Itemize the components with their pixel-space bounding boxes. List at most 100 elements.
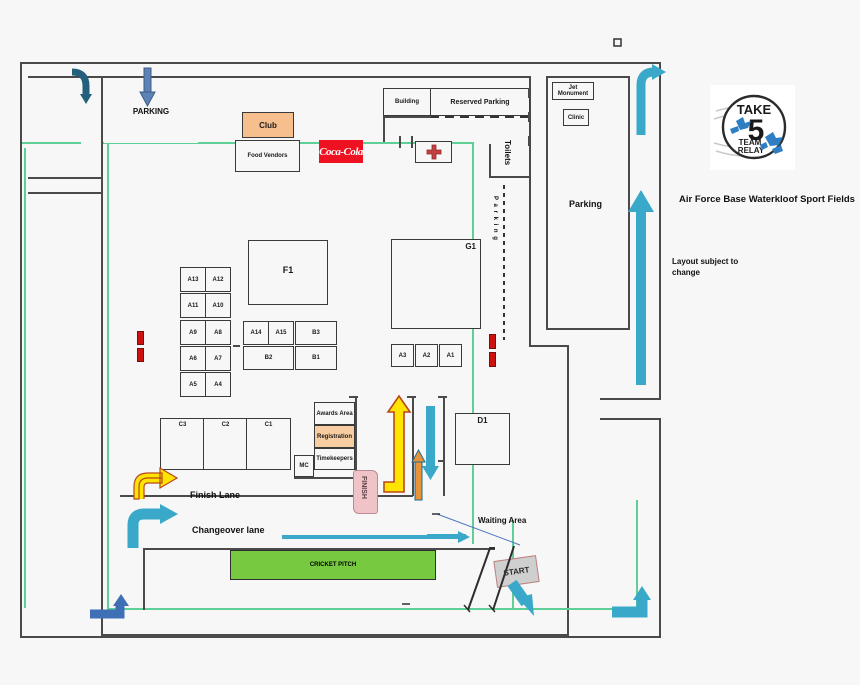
reserved-parking-left-wall bbox=[383, 116, 431, 118]
field-box-label: A11 bbox=[187, 302, 199, 309]
food-vendors-label: Food Vendors bbox=[247, 153, 288, 159]
right-notch-1 bbox=[600, 398, 660, 400]
field-box-a3[interactable]: A3 bbox=[391, 344, 414, 367]
inner-wall-left bbox=[101, 76, 103, 636]
toilets-label: Toilets bbox=[503, 140, 512, 166]
pitch-enclosure-top bbox=[143, 548, 495, 550]
field-d1[interactable]: D1 bbox=[455, 413, 510, 465]
club-box[interactable]: Club bbox=[242, 112, 294, 138]
building-label: Building bbox=[395, 99, 419, 105]
field-box-label: C3 bbox=[178, 422, 187, 428]
registration-box[interactable]: Registration bbox=[314, 425, 355, 448]
field-box-a14[interactable]: A14 bbox=[243, 321, 269, 345]
left-room-wall-a bbox=[28, 76, 103, 78]
right-parking-wall-top bbox=[546, 76, 630, 78]
outer-wall-top bbox=[20, 62, 660, 64]
field-box-a1[interactable]: A1 bbox=[439, 344, 462, 367]
field-f1[interactable]: F1 bbox=[248, 240, 328, 305]
reserved-parking-box: Reserved Parking bbox=[430, 88, 530, 116]
red-marker-4 bbox=[489, 352, 496, 367]
field-box-label: A13 bbox=[187, 276, 199, 283]
layout-note-line1: Layout subject to bbox=[672, 257, 739, 266]
field-box-label: A7 bbox=[214, 355, 222, 362]
field-box-a8[interactable]: A8 bbox=[205, 320, 231, 345]
field-box-b3[interactable]: B3 bbox=[295, 321, 337, 345]
start-banner: START bbox=[493, 555, 540, 588]
field-box-a5[interactable]: A5 bbox=[180, 372, 206, 397]
field-box-a15[interactable]: A15 bbox=[268, 321, 294, 345]
clinic-label: Clinic bbox=[567, 114, 585, 121]
first-aid-cross-icon bbox=[426, 144, 441, 160]
field-box-label: A4 bbox=[214, 381, 222, 388]
field-box-label: B1 bbox=[312, 355, 320, 361]
field-box-label: A1 bbox=[446, 352, 455, 359]
field-box-a10[interactable]: A10 bbox=[205, 293, 231, 318]
cricket-pitch-label: CRICKET PITCH bbox=[309, 562, 357, 568]
cricket-pitch[interactable]: CRICKET PITCH bbox=[230, 550, 436, 580]
awards-block-wall bbox=[318, 477, 356, 479]
arrow-start-descend bbox=[507, 579, 534, 616]
mc-box[interactable]: MC bbox=[294, 455, 314, 477]
finish-banner-label: FINISH bbox=[360, 476, 367, 499]
far-right-wall-bottom bbox=[659, 418, 661, 638]
field-box-b1[interactable]: B1 bbox=[295, 346, 337, 370]
green-boundary-left-outer bbox=[24, 148, 26, 608]
top-square-marker bbox=[613, 38, 622, 47]
green-boundary-top-left bbox=[22, 142, 81, 144]
timekeepers-box[interactable]: Timekeepers bbox=[314, 448, 355, 470]
finish-lane-wall bbox=[120, 495, 413, 497]
field-g1[interactable]: G1 bbox=[391, 239, 481, 329]
arrow-changeover-turn bbox=[127, 504, 178, 548]
right-parking-label: Parking bbox=[569, 199, 603, 209]
arrow-exit-top-right bbox=[636, 64, 666, 135]
layout-note-line2: change bbox=[672, 268, 701, 277]
field-box-a9[interactable]: A9 bbox=[180, 320, 206, 345]
reserved-parking-dashed-edge bbox=[430, 116, 530, 118]
inner-wall-top bbox=[101, 76, 531, 78]
chute-wall-left bbox=[355, 396, 357, 476]
parking-vertical-label: P a r k i n g bbox=[492, 196, 498, 241]
field-box-a13[interactable]: A13 bbox=[180, 267, 206, 292]
green-boundary-right bbox=[472, 142, 474, 544]
field-box-label: A2 bbox=[422, 352, 431, 359]
logo-container: TAKE 5 TEAM RELAY bbox=[710, 85, 795, 170]
field-box-label: A5 bbox=[189, 381, 197, 388]
field-d1-label: D1 bbox=[477, 416, 488, 425]
field-box-c2[interactable]: C2 bbox=[203, 418, 248, 470]
reserved-parking-stub-3 bbox=[528, 136, 530, 146]
arrow-chute-blue-down bbox=[422, 406, 439, 480]
parking-main-label-box: PARKING bbox=[104, 79, 198, 143]
first-aid-box bbox=[415, 141, 452, 163]
page-title: Air Force Base Waterkloof Sport Fields bbox=[679, 194, 855, 205]
first-aid-post-left bbox=[399, 136, 401, 148]
far-right-wall-top bbox=[659, 62, 661, 400]
awards-area-box[interactable]: Awards Area bbox=[314, 402, 355, 425]
food-vendors-box[interactable]: Food Vendors bbox=[235, 140, 300, 172]
field-box-a2[interactable]: A2 bbox=[415, 344, 438, 367]
arrow-chute-yellow-up bbox=[383, 394, 412, 493]
chute-cap-left bbox=[349, 396, 358, 398]
field-box-a12[interactable]: A12 bbox=[205, 267, 231, 292]
outer-wall-left bbox=[20, 62, 22, 638]
field-box-label: B2 bbox=[264, 355, 273, 361]
parking-dashed-divider bbox=[503, 185, 505, 340]
waiting-area-label: Waiting Area bbox=[478, 516, 527, 525]
lane-tick-far bbox=[438, 460, 445, 462]
field-box-b2[interactable]: B2 bbox=[243, 346, 294, 370]
green-boundary-right-far bbox=[636, 500, 638, 610]
logo-team-text: TEAM bbox=[739, 138, 762, 147]
lane-cap-far bbox=[438, 396, 447, 398]
field-box-label: A14 bbox=[250, 330, 262, 336]
field-box-a7[interactable]: A7 bbox=[205, 346, 231, 371]
mc-label: MC bbox=[299, 463, 309, 469]
field-box-label: A12 bbox=[212, 276, 224, 283]
logo-relay-text: RELAY bbox=[738, 146, 765, 155]
coca-cola-banner: Coca-Cola bbox=[319, 140, 363, 163]
field-box-a11[interactable]: A11 bbox=[180, 293, 206, 318]
field-box-c1[interactable]: C1 bbox=[246, 418, 291, 470]
field-box-c3[interactable]: C3 bbox=[160, 418, 205, 470]
start-banner-label: START bbox=[502, 565, 531, 578]
field-box-a4[interactable]: A4 bbox=[205, 372, 231, 397]
building-box: Building bbox=[383, 88, 431, 116]
field-box-a6[interactable]: A6 bbox=[180, 346, 206, 371]
